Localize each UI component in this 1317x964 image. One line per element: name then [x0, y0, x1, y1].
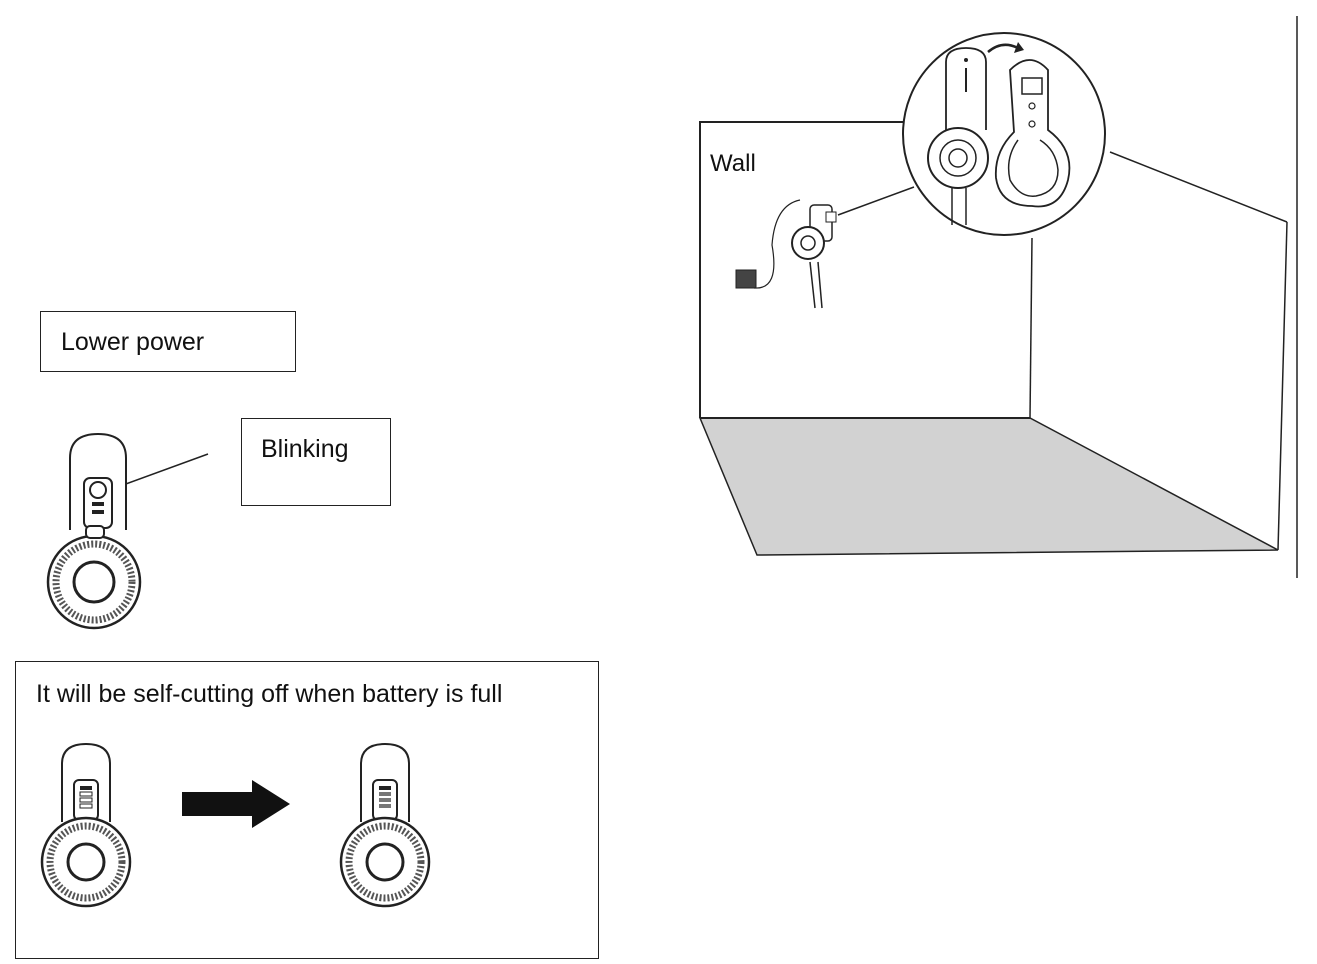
vacuum-motor-illustration [46, 432, 142, 630]
vacuum-after-illustration [339, 742, 431, 908]
blinking-box: Blinking [241, 418, 391, 506]
blinking-label: Blinking [261, 435, 349, 463]
magnified-detail [902, 32, 1106, 236]
floor [698, 417, 1279, 556]
lower-power-label: Lower power [61, 328, 205, 356]
vacuum-on-wall [791, 204, 837, 309]
self-cutting-label: It will be self-cutting off when battery… [36, 680, 503, 708]
charger-plug [735, 269, 757, 289]
vacuum-before-illustration [40, 742, 132, 908]
right-arrow-icon [182, 780, 290, 828]
back-wall [699, 121, 940, 418]
lower-power-box: Lower power [40, 311, 296, 372]
battery-full-box: It will be self-cutting off when battery… [15, 661, 599, 959]
wall-label: Wall [710, 150, 756, 177]
